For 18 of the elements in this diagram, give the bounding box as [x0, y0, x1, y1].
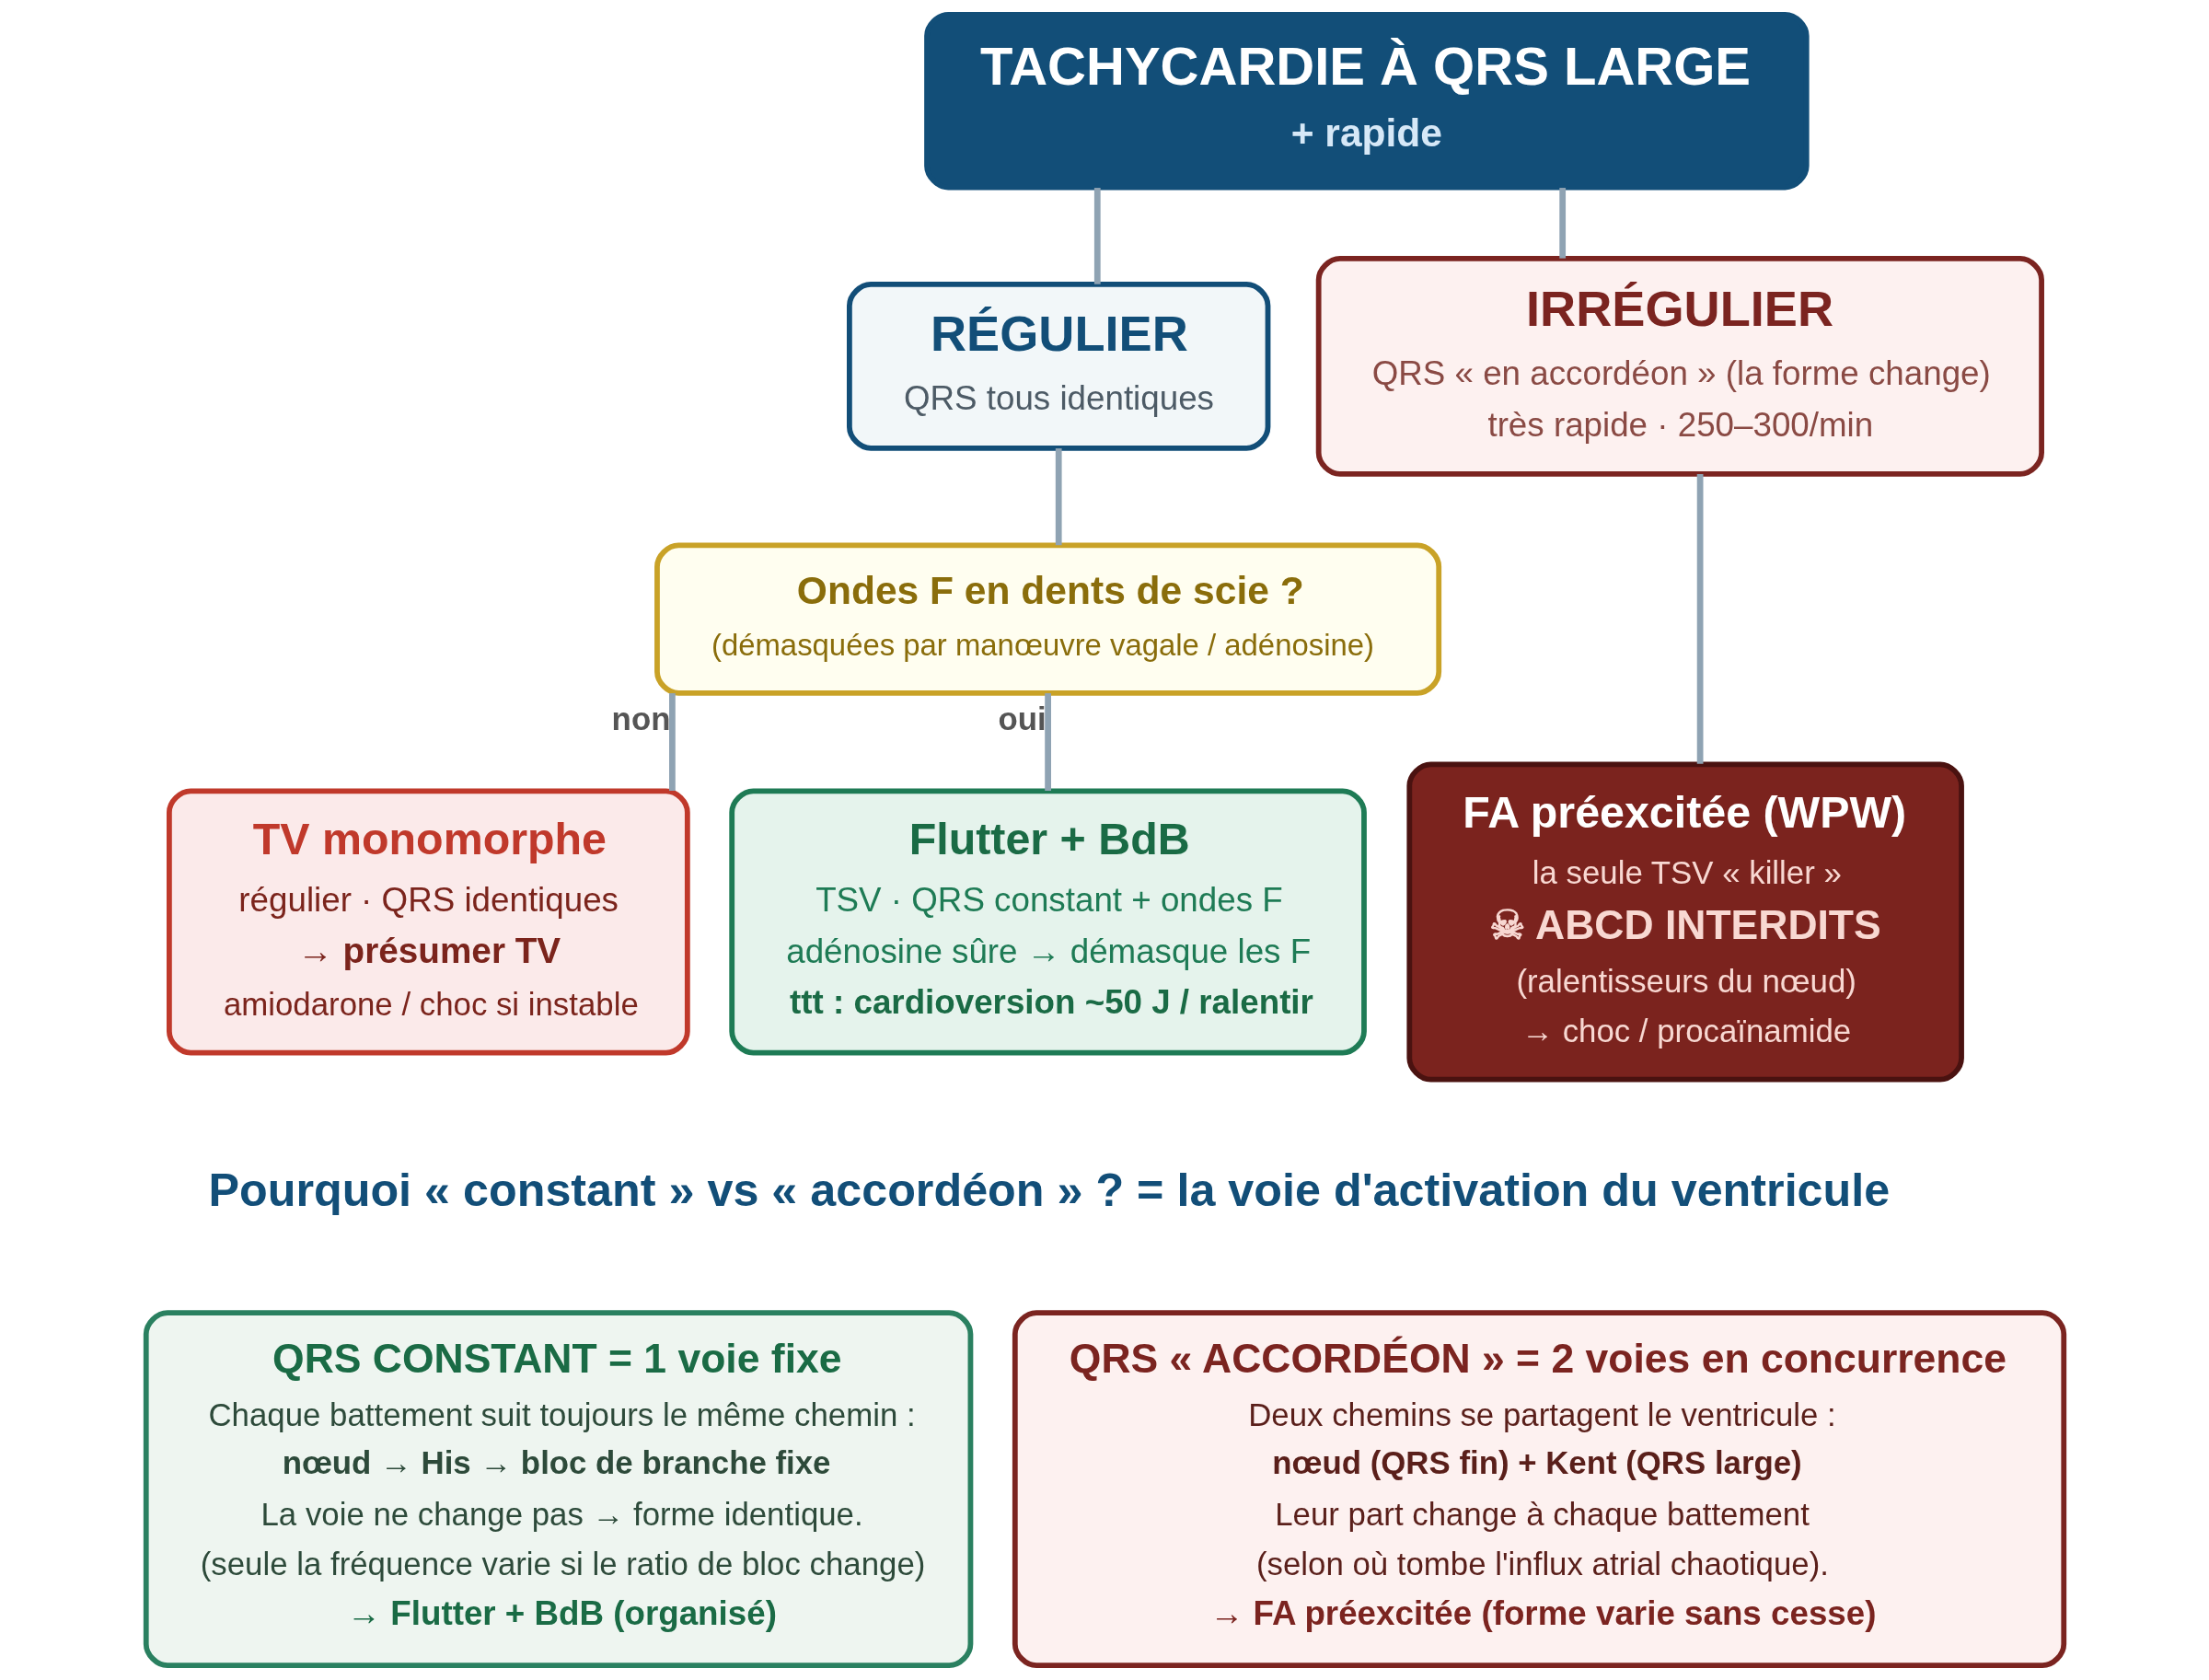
node-box: Flutter + BdB TSV · QRS constant + ondes F adénosine sûre → démasque les F ttt : cardioversion ~50 J / ralentir [728, 788, 1367, 1056]
label: Pourquoi « constant » vs « accordéon » ? = la voie d'activation du ventricule [207, 1163, 1890, 1216]
node-box: QRS CONSTANT = 1 voie fixe Chaque battement suit toujours le même chemin : nœud → His → bloc de branche fixe La voie ne change pas → forme identique. (seule la fréquence varie si le ratio de bloc change) → Flutter + BdB (organisé) [143, 1310, 973, 1669]
edge-label: non [611, 701, 670, 737]
connector [1696, 474, 1703, 764]
connector [1055, 448, 1062, 546]
connector [1093, 188, 1101, 284]
node-box: TV monomorphe régulier · QRS identiques → présumer TV amiodarone / choc si instable [166, 788, 690, 1056]
connector [1558, 188, 1566, 259]
node-box: RÉGULIER QRS tous identiques [846, 282, 1270, 451]
node-box: FA préexcitée (WPW) la seule TSV « killer » ☠ ABCD INTERDITS (ralentisseurs du nœud) → choc / procaïnamide [1405, 761, 1964, 1083]
node-box: Ondes F en dents de scie ? (démasquées par manœuvre vagale / adénosine) [653, 542, 1441, 696]
node-box: TACHYCARDIE À QRS LARGE + rapide [923, 11, 1810, 191]
connector [1044, 693, 1051, 791]
connector [668, 693, 676, 791]
node-box: QRS « ACCORDÉON » = 2 voies en concurrence Deux chemins se partagent le ventricule : nœud (QRS fin) + Kent (QRS large) Leur part change à chaque battement (selon où tombe l'influx atrial chaotique). → FA préexcitée (forme varie sans cesse) [1012, 1310, 2066, 1669]
edge-label: oui [997, 701, 1047, 737]
node-box: IRRÉGULIER QRS « en accordéon » (la forme change) très rapide · 250–300/min [1315, 255, 2044, 477]
